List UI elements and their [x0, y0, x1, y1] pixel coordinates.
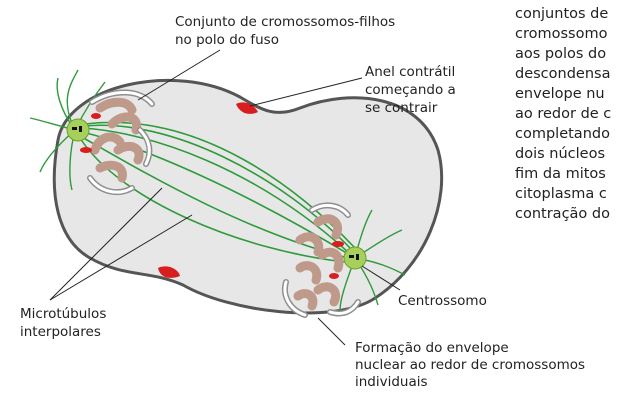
side-caption: conjuntos de cromossomo aos polos do des…: [515, 6, 616, 222]
leader-lines: [49, 49, 401, 346]
centrosome-right: [343, 246, 367, 270]
label-interpolar-microtubules: Microtúbulos interpolares: [20, 306, 111, 340]
nuclear-envelope-right: [282, 202, 361, 318]
label-daughter-chromosomes: Conjunto de cromossomos-filhos no polo d…: [175, 14, 400, 48]
label-centrosome: Centrossomo: [398, 293, 487, 309]
centrosome-left: [66, 118, 90, 142]
kinetochores: [80, 113, 344, 279]
contractile-ring-top: [236, 102, 258, 114]
chromosome-set-right: [293, 214, 344, 311]
contractile-ring-bottom: [158, 266, 180, 278]
label-nuclear-envelope: Formação do envelope nuclear ao redor de…: [355, 340, 589, 390]
label-contractile-ring: Anel contrátil começando a se contrair: [365, 64, 460, 116]
nuclear-envelope-left: [87, 89, 155, 196]
chromosome-set-left: [90, 97, 144, 183]
